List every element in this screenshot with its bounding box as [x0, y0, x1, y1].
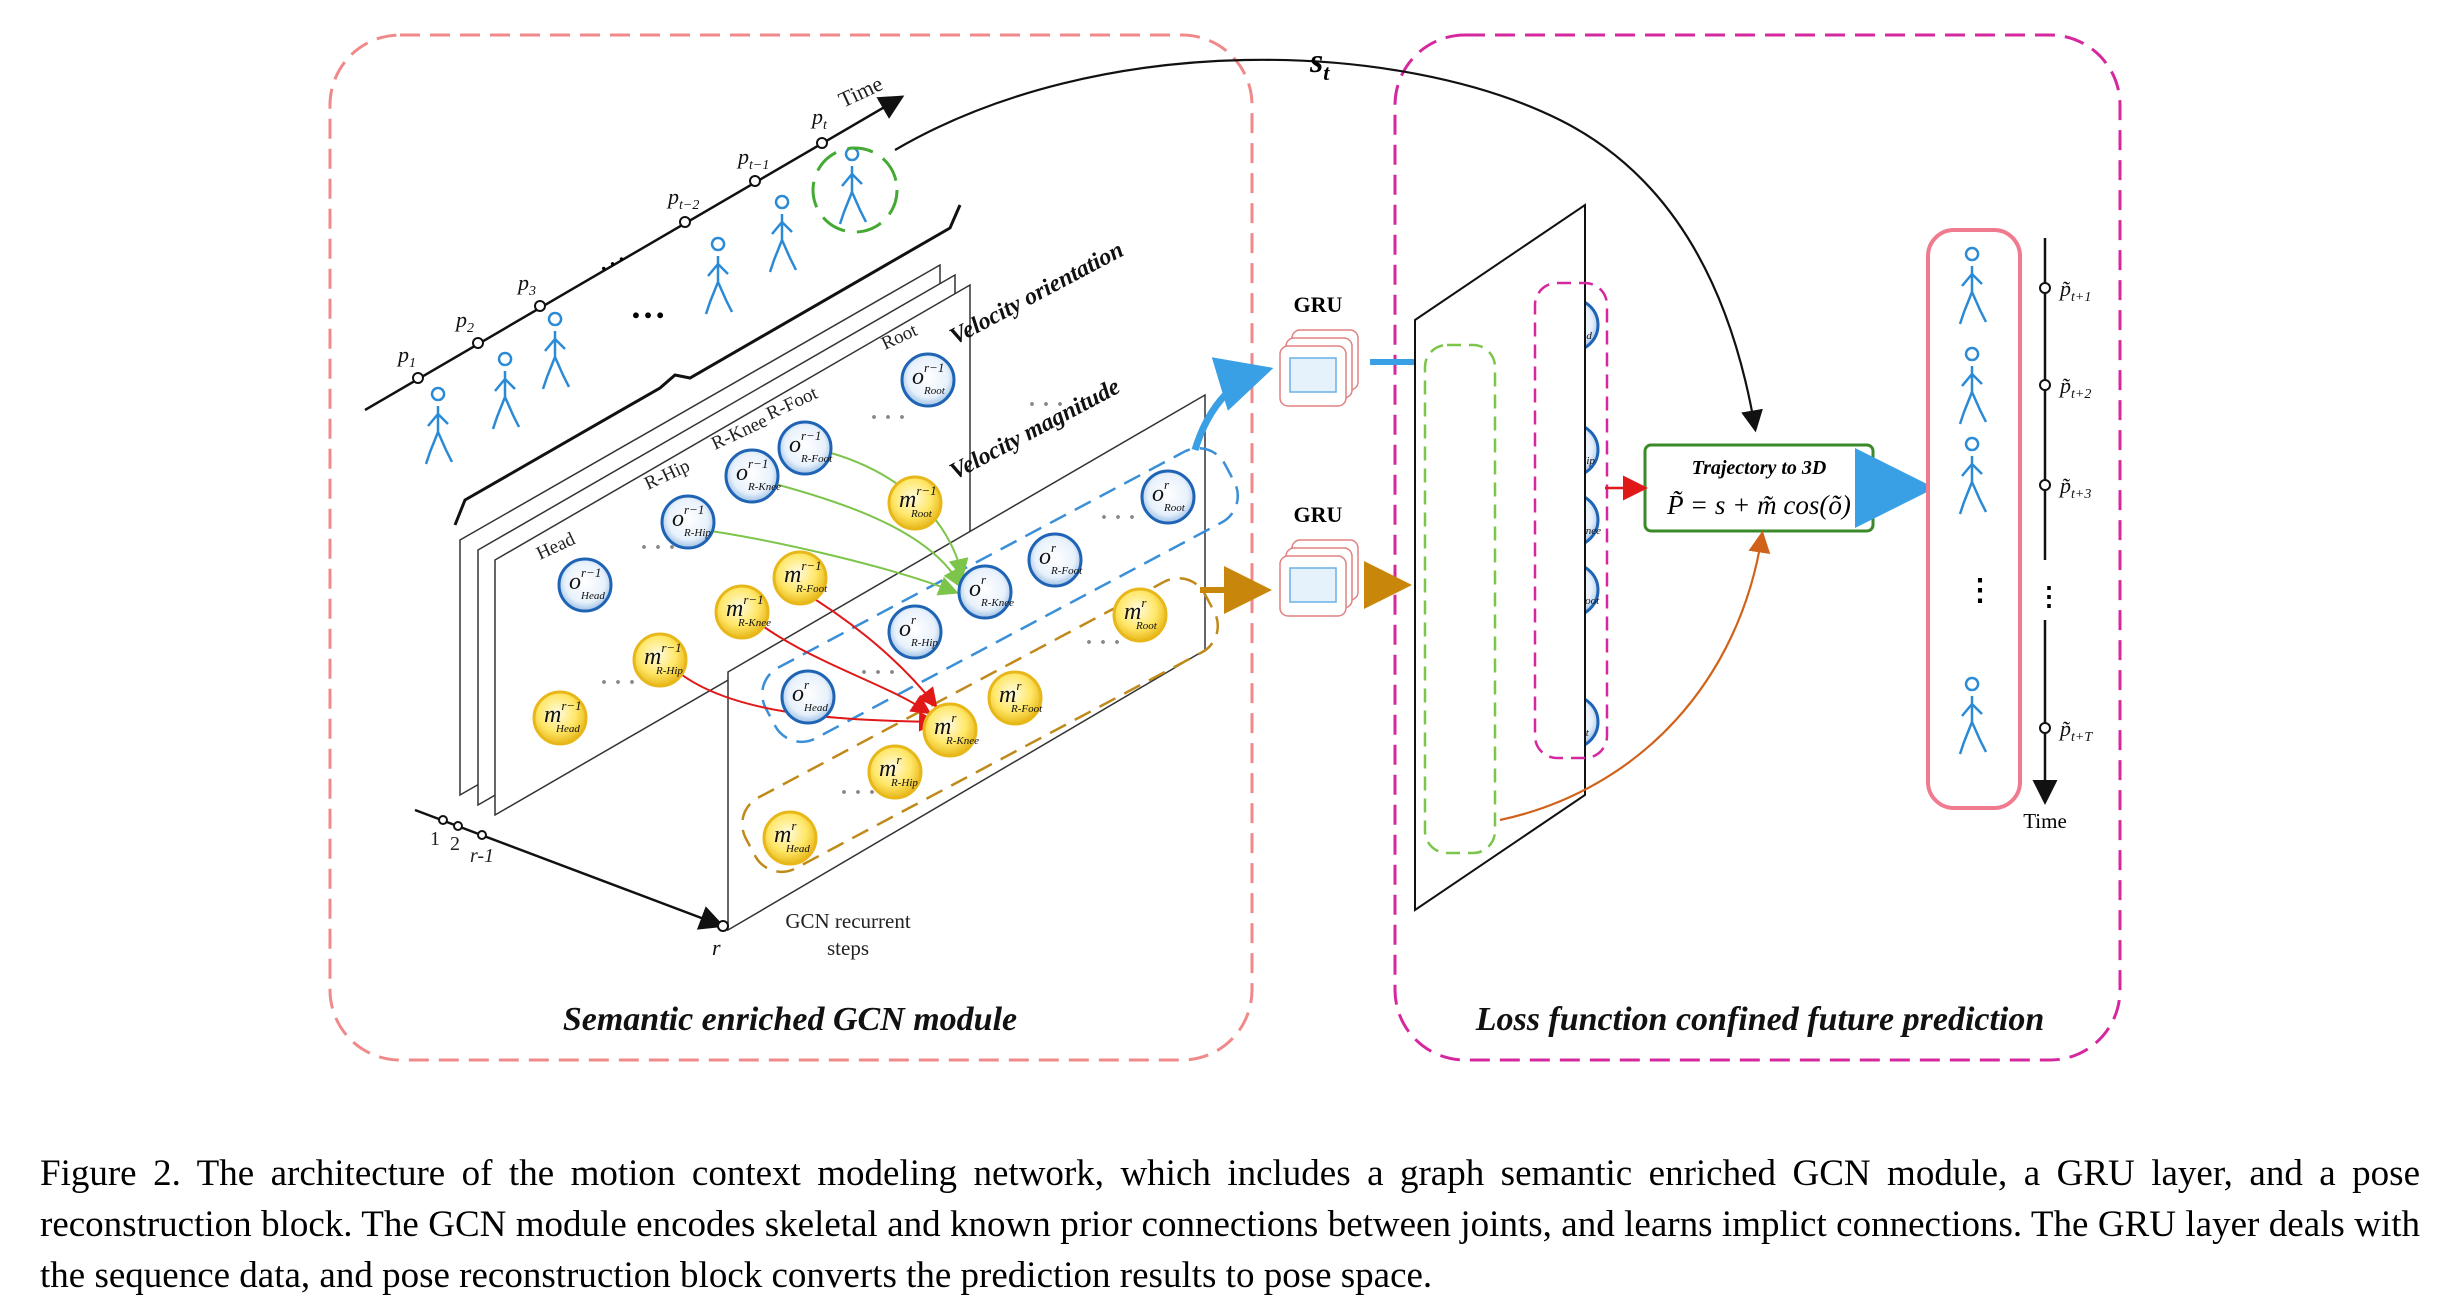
skeleton-pt-1: [768, 194, 798, 274]
recurrent-ticks: [438, 815, 729, 932]
node-ellipsis-5: · · ·: [840, 780, 876, 806]
node-ellipsis-3: · · ·: [600, 670, 636, 696]
future-label-t2: p̃t+2: [2058, 373, 2091, 402]
input-time-label: Time: [835, 71, 887, 113]
figure-caption: Figure 2. The architecture of the motion…: [40, 1153, 2420, 1296]
skeleton-pt: [838, 146, 868, 226]
current-pose-highlight: [811, 146, 899, 234]
gru-label-bottom: GRU: [1294, 502, 1343, 527]
orientation-output-box: [1533, 281, 1609, 760]
skeleton-p3: [541, 311, 571, 391]
gru-label-top: GRU: [1294, 292, 1343, 317]
magnitude-group-box: [740, 576, 1220, 874]
trajectory-title: Trajectory to 3D: [1692, 457, 1827, 479]
node-ellipsis-1: · · ·: [860, 660, 896, 686]
st-arrow: [894, 58, 1763, 433]
orientation-group-box: [760, 446, 1240, 744]
pose-label-p1: p1: [396, 342, 416, 371]
input-time-axis: [364, 95, 905, 412]
future-axis-gap: [2038, 560, 2052, 620]
node-ellipsis-0: · · ·: [640, 535, 676, 561]
pose-label-pt: pt: [810, 104, 828, 133]
skeleton-p1: [424, 386, 454, 466]
future-pose-box: [1926, 228, 2022, 810]
future-label-t1: p̃t+1: [2058, 276, 2091, 305]
gcn-module-title: Semantic enriched GCN module: [563, 1001, 1017, 1038]
future-time-label: Time: [2023, 809, 2067, 833]
future-dots: ⋮: [1965, 574, 1995, 607]
timeline-dots-2: …: [630, 286, 666, 326]
node-ellipsis-10: · · ·: [1028, 392, 1064, 418]
sequence-brace: [453, 204, 962, 526]
architecture-diagram: Semantic enriched GCN module Loss functi…: [328, 33, 2122, 1062]
orientation-edge-1: [751, 477, 962, 589]
node-ellipsis-11: · · ·: [870, 405, 906, 431]
pose-label-pt-1: pt−1: [736, 144, 769, 173]
magnitude-edge-3: [799, 589, 938, 709]
node-ellipsis-2: · · ·: [1100, 505, 1136, 531]
prediction-plane: [1414, 203, 1586, 912]
orientation-edge-2: [689, 527, 959, 596]
gru-block-top: [1279, 329, 1359, 407]
pose-label-pt-2: pt−2: [666, 184, 699, 213]
velocity-orientation-label: Velocity orientation: [946, 237, 1128, 350]
orientation-to-gru-arrow: [1191, 357, 1274, 452]
future-ticks: [2039, 282, 2051, 734]
st-label: st: [1309, 43, 1330, 85]
input-pose-markers: [412, 137, 828, 384]
recurrent-label-line1: GCN recurrent: [785, 909, 911, 933]
gru-block-bottom: [1279, 539, 1359, 617]
future-axis-dots: ⋮: [2036, 582, 2062, 611]
gcn-module-box: [328, 33, 1254, 1062]
future-label-tT: p̃t+T: [2058, 716, 2093, 745]
recurrent-end-r: r: [712, 935, 721, 960]
timeline-dots: …: [588, 235, 630, 278]
skeleton-p2: [491, 351, 521, 431]
recurrent-tick-1: 1: [430, 828, 440, 850]
recurrent-label-line2: steps: [827, 936, 869, 960]
future-label-t3: p̃t+3: [2058, 473, 2091, 502]
prediction-module-box: [1393, 33, 2122, 1062]
magnitude-output-box: [1423, 343, 1497, 855]
trajectory-formula: P̃ = s + m̃ cos(õ): [1666, 490, 1851, 520]
pose-label-p2: p2: [454, 307, 474, 336]
recurrent-axis: [414, 808, 725, 930]
recurrent-tick-2: 2: [450, 833, 460, 855]
node-ellipsis-4: · · ·: [1085, 630, 1121, 656]
magnitude-to-trajectory-arrow: [1499, 530, 1771, 822]
skeleton-pt-2: [704, 236, 734, 316]
pose-label-p3: p3: [516, 270, 536, 299]
prediction-module-title: Loss function confined future prediction: [1475, 1001, 2045, 1038]
recurrent-tick-r-1: r-1: [470, 845, 494, 867]
